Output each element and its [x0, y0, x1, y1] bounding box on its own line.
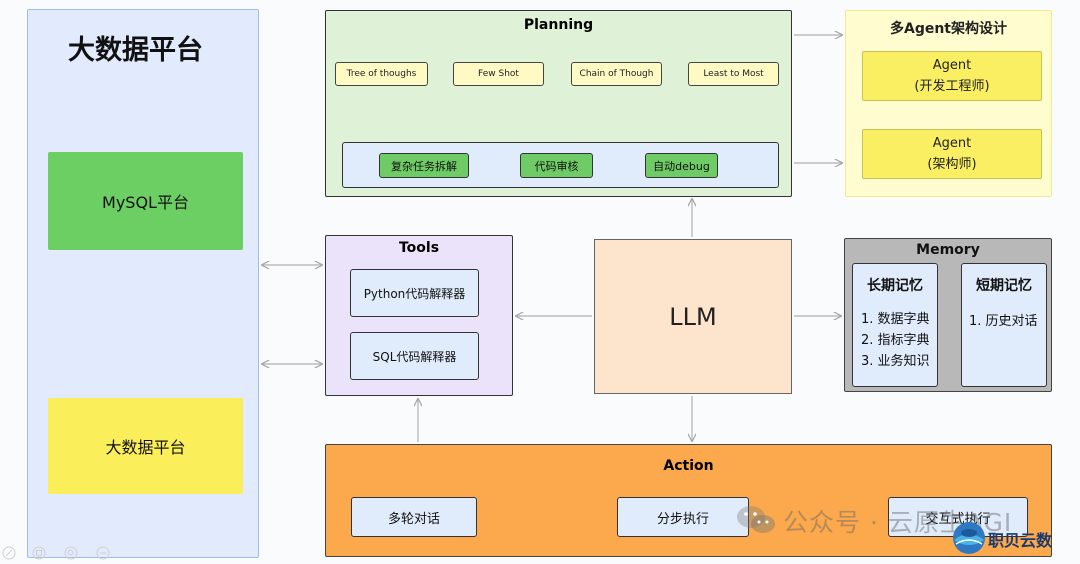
action-multi-turn-dialogue: 多轮对话 [351, 497, 477, 537]
globe-logo-icon [953, 522, 985, 554]
technique-chain-of-thought: Chain of Though [571, 62, 662, 86]
edit-icon[interactable] [2, 546, 16, 560]
long-term-memory: 长期记忆 1. 数据字典 2. 指标字典 3. 业务知识 [852, 263, 938, 387]
technique-tree-of-thoughts: Tree of thoughs [335, 62, 428, 86]
multi-agent-title: 多Agent架构设计 [889, 21, 1007, 37]
short-term-memory-title: 短期记忆 [976, 278, 1032, 294]
multi-agent-panel: 多Agent架构设计 Agent (开发工程师) Agent (架构师) [845, 10, 1052, 197]
brand-name: 职贝云数 [988, 531, 1053, 550]
memory-item: 3. 业务知识 [861, 354, 930, 369]
llm-core-box: LLM [594, 239, 792, 394]
mysql-platform-box: MySQL平台 [48, 152, 243, 250]
tools-panel: Tools Python代码解释器 SQL代码解释器 [325, 235, 513, 396]
planning-title: Planning [523, 17, 594, 33]
short-term-memory: 短期记忆 1. 历史对话 [961, 263, 1047, 387]
copy-icon[interactable] [32, 546, 46, 560]
watermark: 公众号 · 云原生AGI [735, 498, 1080, 558]
memory-item: 1. 数据字典 [861, 312, 930, 327]
bigdata-platform-box: 大数据平台 [48, 398, 243, 494]
action-title: Action [663, 458, 714, 474]
tools-title: Tools [398, 240, 440, 256]
agent-role: (开发工程师) [914, 79, 990, 94]
technique-few-shot: Few Shot [453, 62, 544, 86]
subtask-auto-debug: 自动debug [645, 153, 718, 178]
technique-least-to-most: Least to Most [688, 62, 779, 86]
memory-panel: Memory 长期记忆 1. 数据字典 2. 指标字典 3. 业务知识 短期记忆… [844, 238, 1052, 392]
search-icon[interactable] [64, 546, 78, 560]
subtask-code-review: 代码审核 [520, 153, 593, 178]
more-icon[interactable] [96, 546, 110, 560]
action-panel: Action 多轮对话 分步执行 交互式执行 [325, 444, 1052, 557]
planning-subtasks: 复杂任务拆解 代码审核 自动debug [342, 142, 779, 188]
tool-sql-interpreter: SQL代码解释器 [350, 332, 479, 380]
bigdata-platform-panel: 大数据平台 MySQL平台 大数据平台 [27, 9, 259, 558]
action-step-execution: 分步执行 [617, 497, 749, 537]
wechat-icon [737, 506, 775, 533]
subtask-decompose: 复杂任务拆解 [379, 153, 469, 178]
agent-name: Agent [932, 58, 972, 73]
tool-python-interpreter: Python代码解释器 [350, 269, 479, 317]
agent-role: (架构师) [927, 157, 977, 172]
left-panel-title: 大数据平台 [68, 35, 203, 66]
agent-architect: Agent (架构师) [862, 129, 1042, 179]
memory-title: Memory [916, 242, 980, 258]
memory-item: 1. 历史对话 [969, 314, 1038, 329]
memory-item: 2. 指标字典 [861, 333, 930, 348]
agent-developer: Agent (开发工程师) [862, 51, 1042, 101]
planning-panel: Planning Tree of thoughs Few Shot Chain … [325, 10, 792, 197]
agent-name: Agent [932, 136, 972, 151]
long-term-memory-title: 长期记忆 [867, 278, 923, 294]
